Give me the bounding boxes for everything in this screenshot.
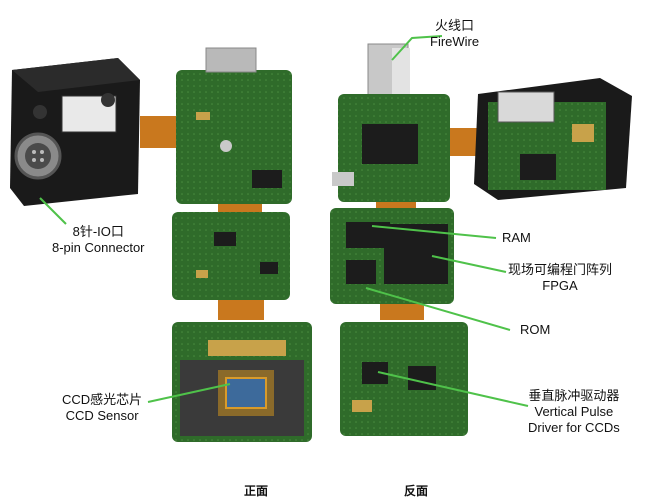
- back-board-fpga: [330, 208, 454, 304]
- housing-right: [474, 78, 632, 200]
- label-connector: 8针-IO口 8-pin Connector: [52, 224, 145, 256]
- label-ccd: CCD感光芯片 CCD Sensor: [62, 392, 142, 424]
- leader-lines: [39, 35, 529, 407]
- label-driver-cn: 垂直脉冲驱动器: [528, 388, 620, 403]
- leader-firewire: [391, 35, 443, 61]
- label-fpga: 现场可编程门阵列 FPGA: [508, 262, 612, 294]
- label-rom: ROM: [520, 322, 550, 338]
- label-fpga-cn: 现场可编程门阵列: [508, 262, 613, 277]
- ram-chip: [346, 222, 390, 248]
- leader-ccd: [147, 383, 231, 403]
- firewire-controller-chip: [362, 124, 418, 164]
- label-driver: 垂直脉冲驱动器 Vertical Pulse Driver for CCDs: [528, 388, 620, 436]
- caption-front: 正面: [244, 484, 269, 498]
- rom-chip: [346, 260, 376, 284]
- front-board-ccd: [172, 322, 312, 442]
- label-driver-en2: Driver for CCDs: [528, 420, 620, 435]
- label-ccd-cn: CCD感光芯片: [62, 392, 143, 407]
- back-board-top: [332, 94, 450, 202]
- label-driver-en1: Vertical Pulse: [534, 404, 614, 419]
- leader-fpga: [431, 255, 507, 273]
- front-board-middle: [172, 212, 290, 300]
- label-connector-cn: 8针-IO口: [72, 224, 124, 239]
- leader-rom: [365, 287, 511, 331]
- label-rom-en: ROM: [520, 322, 551, 337]
- fpga-chip: [384, 224, 448, 284]
- label-firewire-cn: 火线口: [435, 18, 475, 33]
- firewire-plug: [367, 43, 410, 101]
- camera-housing: [10, 58, 140, 206]
- leader-ram: [371, 225, 497, 239]
- front-board-top: [176, 47, 292, 204]
- label-firewire-en: FireWire: [430, 34, 480, 49]
- caption-back: 反面: [404, 484, 429, 498]
- label-fpga-en: FPGA: [542, 278, 578, 293]
- label-firewire: 火线口 FireWire: [430, 18, 479, 50]
- label-ram: RAM: [502, 230, 531, 246]
- back-board-driver: [340, 322, 468, 436]
- leader-connector: [39, 197, 67, 225]
- label-ram-en: RAM: [502, 230, 531, 245]
- driver-chip: [362, 362, 388, 384]
- label-connector-en: 8-pin Connector: [52, 240, 145, 255]
- label-ccd-en: CCD Sensor: [65, 408, 139, 423]
- leader-driver: [377, 371, 529, 407]
